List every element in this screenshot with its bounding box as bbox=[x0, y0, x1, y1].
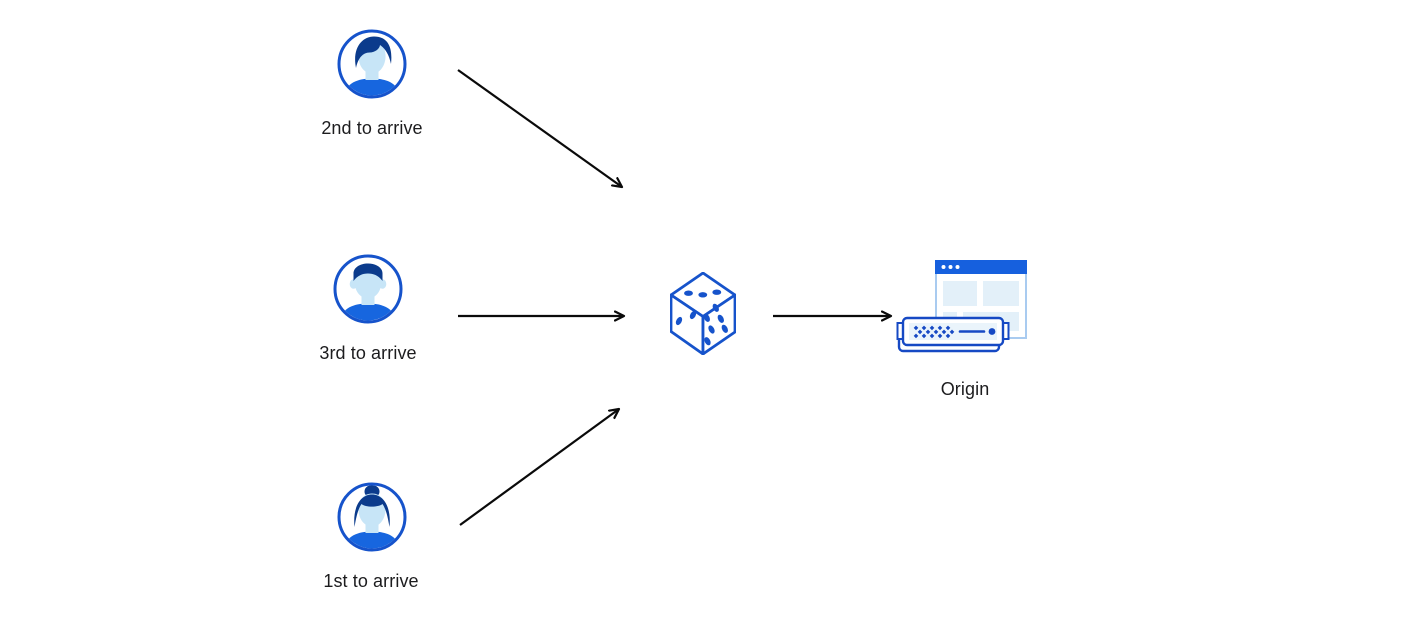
origin-node: Origin bbox=[896, 260, 1028, 399]
avatar-man-flat-top-icon bbox=[333, 254, 403, 324]
server-icon bbox=[896, 316, 1010, 353]
client-node-2nd: 2nd to arrive bbox=[321, 28, 423, 138]
client-label-1st: 1st to arrive bbox=[323, 571, 419, 591]
arrow-client2nd-to-dice bbox=[457, 69, 622, 187]
origin-browser-server-icon bbox=[896, 260, 1027, 353]
avatar-woman-bun-icon bbox=[337, 482, 407, 552]
arrow-client1st-to-dice bbox=[459, 409, 619, 526]
client-node-1st: 1st to arrive bbox=[323, 481, 419, 591]
client-node-3rd: 3rd to arrive bbox=[319, 253, 417, 363]
dice-icon bbox=[670, 272, 736, 355]
avatar-man-swept-hair-icon bbox=[337, 29, 407, 99]
client-label-3rd: 3rd to arrive bbox=[319, 343, 417, 363]
randomizer-node bbox=[670, 272, 736, 355]
client-label-2nd: 2nd to arrive bbox=[321, 118, 423, 138]
origin-label: Origin bbox=[940, 379, 990, 399]
